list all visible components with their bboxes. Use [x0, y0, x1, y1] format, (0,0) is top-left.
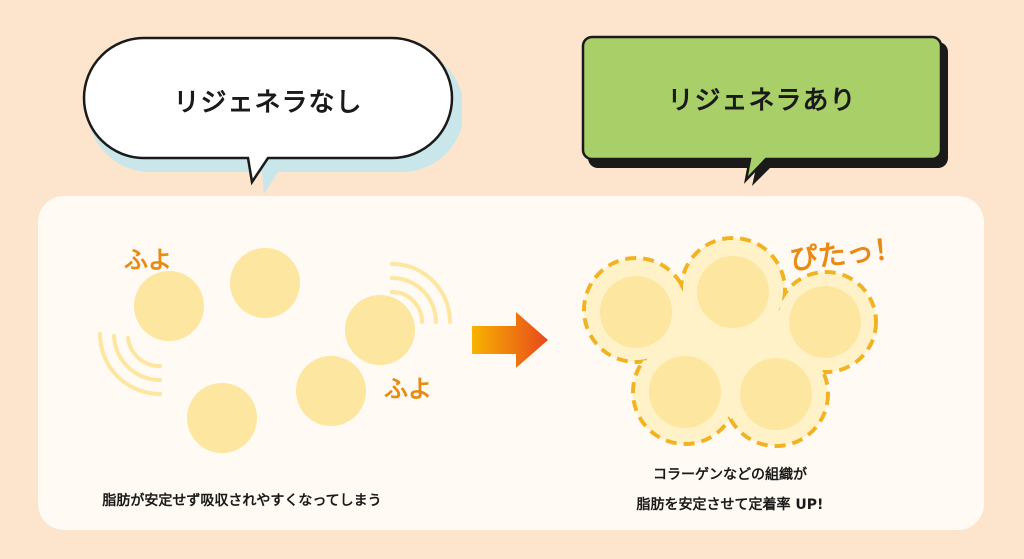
bubble-without: リジェネラなし [72, 34, 462, 194]
motion-lines-left [98, 332, 162, 396]
arrow-icon [472, 312, 548, 368]
motion-lines-right [390, 262, 452, 324]
wobble-text-bottom: ふよ [384, 375, 432, 403]
stabilized-text: ぴたっ！ [788, 232, 903, 277]
fat-cell [296, 356, 366, 426]
caption-right-line2: 脂肪を安定させて定着率 UP! [636, 497, 824, 513]
bubble-with: リジェネラあり [580, 34, 950, 194]
fat-cell [697, 256, 769, 328]
stabilized-cluster [582, 236, 878, 448]
bubble-with-shape [581, 35, 948, 186]
bubble-without-label: リジェネラなし [173, 88, 363, 118]
caption-right-line1: コラーゲンなどの組織が [653, 467, 807, 483]
fat-cell [600, 276, 672, 348]
fat-cell [187, 383, 257, 453]
fat-cell [789, 286, 861, 358]
wobble-text-top: ふよ [124, 246, 172, 274]
fat-cell [649, 356, 721, 428]
fat-cell [740, 358, 812, 430]
fat-cell [134, 271, 204, 341]
fat-cell [230, 248, 300, 318]
bubble-with-label: リジェネラあり [667, 86, 857, 116]
bubble-without-shape [82, 36, 462, 194]
fat-cell [345, 295, 415, 365]
caption-left: 脂肪が安定せず吸収されやすくなってしまう [102, 493, 382, 509]
